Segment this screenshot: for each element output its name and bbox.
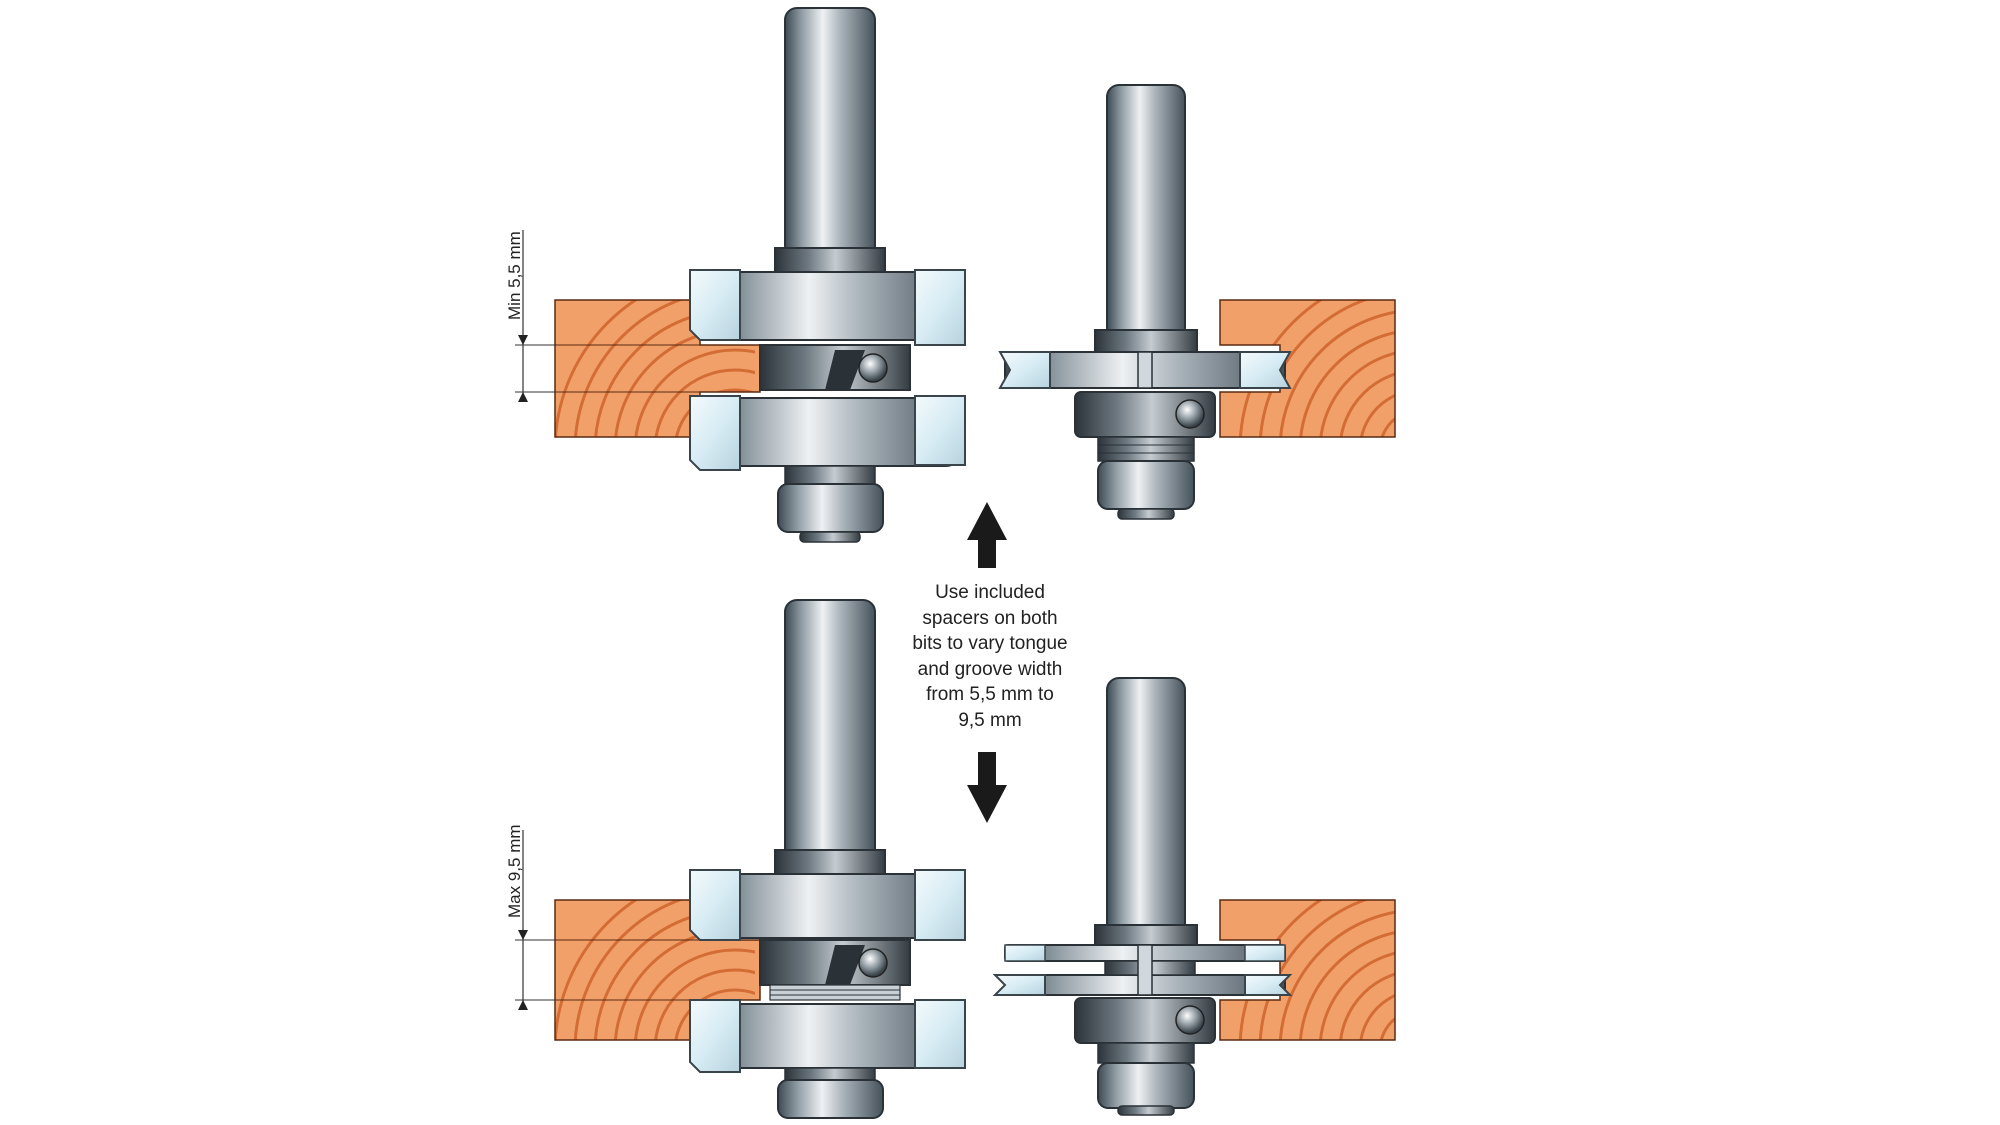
shank — [1106, 84, 1186, 341]
max-width-label: Max 9,5 mm — [505, 824, 524, 918]
shank — [784, 7, 876, 259]
arrow-down-icon — [967, 752, 1007, 823]
wood-workpiece-bottom-right — [1219, 899, 1396, 1041]
tongue-bit-min — [998, 84, 1396, 520]
bearing-ball — [858, 353, 888, 383]
nut — [777, 483, 884, 533]
min-width-label: Min 5,5 mm — [505, 231, 524, 320]
bearing-ball — [858, 948, 888, 978]
nut — [777, 1079, 884, 1119]
dimension-max: Max 9,5 mm — [505, 824, 555, 1010]
caption-line: bits to vary tongue — [912, 633, 1068, 654]
spacer-instructions: Use included spacers on both bits to var… — [890, 580, 1090, 733]
bearing-ball — [1175, 1005, 1205, 1035]
caption-line: spacers on both — [922, 607, 1058, 629]
groove-bit-max — [554, 599, 966, 1119]
spacer-rings — [769, 984, 901, 1001]
nut — [1097, 460, 1195, 510]
caption-line: from 5,5 mm to — [926, 684, 1054, 705]
groove-bit-min — [554, 7, 966, 543]
tongue-bit-max — [992, 677, 1396, 1116]
caption-line: and groove width — [917, 658, 1063, 680]
nut — [1097, 1062, 1195, 1109]
dimension-min: Min 5,5 mm — [505, 230, 555, 402]
caption-line: 9,5 mm — [958, 709, 1022, 731]
shank — [784, 599, 876, 866]
caption-line: Use included — [935, 582, 1045, 603]
bearing-ball — [1175, 399, 1205, 429]
arrow-up-icon — [967, 502, 1007, 568]
shank — [1106, 677, 1186, 941]
wood-workpiece-top-right — [1219, 299, 1396, 438]
